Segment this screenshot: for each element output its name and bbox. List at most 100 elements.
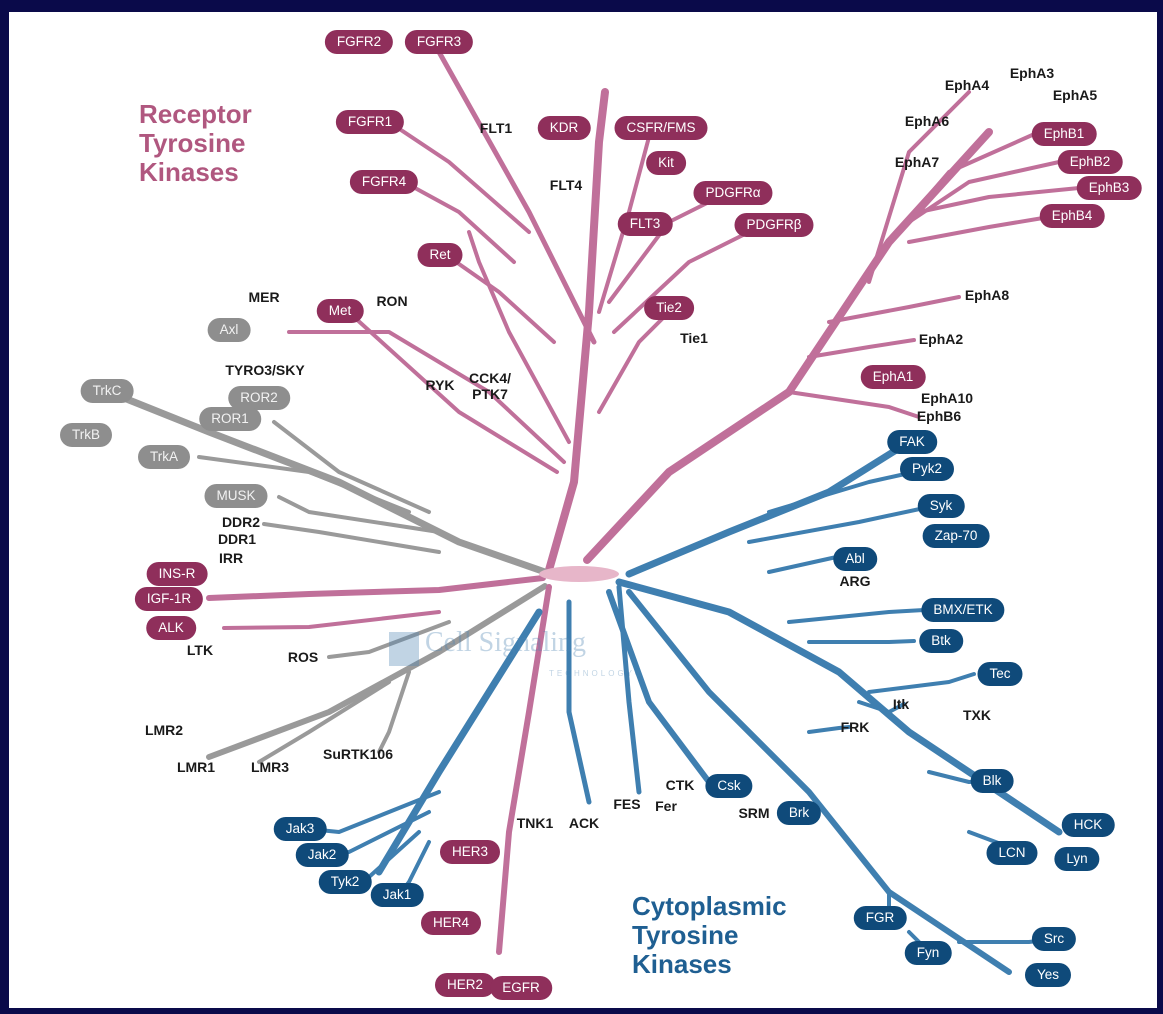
kinase-label-srm: SRM	[738, 805, 770, 821]
tree-branch	[787, 390, 921, 419]
tree-branch	[402, 180, 516, 264]
kinase-node-her4: HER4	[420, 911, 482, 935]
tree-branch	[105, 388, 549, 576]
kinase-node-tie2: Tie2	[644, 296, 694, 320]
kinase-node-axl: Axl	[207, 318, 251, 342]
kinase-label-tie1: Tie1	[680, 330, 708, 346]
kinase-node-trka: TrkA	[138, 445, 190, 469]
kinase-node-alk: ALK	[146, 616, 196, 640]
kinase-label-tnk1: TNK1	[516, 815, 554, 831]
tree-branch	[257, 680, 391, 764]
kinome-tree-branches	[105, 49, 1081, 975]
kinase-node-her3: HER3	[439, 840, 501, 864]
kinase-label-ltk: LTK	[186, 642, 214, 658]
tree-branch	[352, 315, 559, 474]
kinase-label-ddr1: DDR1	[217, 531, 257, 547]
tree-branch	[857, 700, 906, 714]
tree-branch	[327, 620, 451, 659]
tree-branch	[616, 584, 642, 795]
tree-branch	[307, 790, 441, 834]
kinase-node-brk: Brk	[776, 801, 822, 825]
title-line: Kinases	[632, 949, 732, 979]
kinase-label-ephb6: EphB6	[916, 408, 962, 424]
tree-branch	[222, 610, 441, 630]
tree-branch	[436, 49, 597, 345]
kinase-label-itk: Itk	[892, 696, 910, 712]
kinase-node-ret: Ret	[417, 243, 463, 267]
tree-branch	[612, 225, 761, 334]
kinase-node-egfr: EGFR	[490, 976, 552, 1000]
kinase-node-her2: HER2	[434, 973, 496, 997]
title-line: Tyrosine	[139, 128, 246, 158]
kinase-node-trkc: TrkC	[80, 379, 134, 403]
cytoplasmic-tyrosine-kinases-title: Cytoplasmic Tyrosine Kinases	[632, 892, 787, 979]
tree-branch	[807, 725, 851, 734]
kinase-label-fes: FES	[613, 796, 641, 812]
cell-signaling-logo-icon	[389, 632, 419, 666]
tree-branch	[545, 88, 609, 574]
kinase-label-flt1: FLT1	[479, 120, 513, 136]
kinase-label-epha2: EphA2	[918, 331, 964, 347]
kinase-label-tyro3-sky: TYRO3/SKY	[225, 362, 305, 378]
tree-branch	[496, 584, 552, 955]
tree-branch	[597, 310, 671, 414]
kinase-label-ddr2: DDR2	[221, 514, 261, 530]
kinase-node-igf-1r: IGF-1R	[134, 587, 204, 611]
kinase-label-ack: ACK	[568, 815, 600, 831]
kinase-node-tyk2: Tyk2	[318, 870, 372, 894]
watermark-sub: TECHNOLOGY®	[549, 669, 644, 678]
kinase-label-lmr2: LMR2	[144, 722, 184, 738]
tree-branch	[277, 495, 441, 534]
kinase-label-cck4: CCK4/	[468, 370, 512, 386]
tree-branch	[767, 470, 916, 514]
tree-branch	[827, 295, 961, 324]
kinase-node-fyn: Fyn	[904, 941, 952, 965]
kinase-node-abl: Abl	[833, 547, 877, 571]
kinase-node-jak1: Jak1	[370, 883, 424, 907]
kinase-node-ephb3: EphB3	[1076, 176, 1142, 200]
kinase-node-fgr: FGR	[853, 906, 907, 930]
watermark-name: Cell Signaling	[425, 627, 586, 658]
kinase-label-epha5: EphA5	[1052, 87, 1098, 103]
kinase-node-pdgfra: PDGFRα	[693, 181, 773, 205]
kinase-label-epha4: EphA4	[944, 77, 990, 93]
kinase-label-arg: ARG	[839, 573, 871, 589]
tree-branch	[206, 583, 548, 760]
tree-branch	[787, 608, 926, 624]
kinase-node-ins-r: INS-R	[146, 562, 208, 586]
kinase-node-flt3: FLT3	[617, 212, 673, 236]
kinase-node-tec: Tec	[977, 662, 1023, 686]
kinase-node-lcn: LCN	[986, 841, 1038, 865]
kinase-node-ephb4: EphB4	[1039, 204, 1105, 228]
kinase-label-ros: ROS	[287, 649, 319, 665]
tree-branch	[447, 255, 556, 344]
tree-branch	[262, 522, 441, 554]
title-line: Tyrosine	[632, 920, 739, 950]
kinase-node-fak: FAK	[887, 430, 937, 454]
kinase-node-jak3: Jak3	[273, 817, 327, 841]
kinase-node-fgfr1: FGFR1	[335, 110, 405, 134]
kinase-label-fer: Fer	[655, 798, 677, 814]
kinase-label-frk: FRK	[840, 719, 870, 735]
kinase-node-musk: MUSK	[204, 484, 268, 508]
kinase-node-hck: HCK	[1061, 813, 1115, 837]
tree-branch	[907, 215, 1051, 244]
tree-branch	[467, 230, 571, 444]
tree-branch	[625, 438, 913, 578]
tree-branch	[615, 578, 1063, 836]
kinase-node-pyk2: Pyk2	[899, 457, 955, 481]
tree-branch	[917, 186, 1081, 214]
title-line: Cytoplasmic	[632, 891, 787, 921]
tree-branch	[287, 330, 566, 464]
kinase-label-ron: RON	[376, 293, 408, 309]
kinase-node-fgfr2: FGFR2	[324, 30, 394, 54]
tree-branch	[566, 599, 592, 805]
kinase-label-lmr3: LMR3	[250, 759, 290, 775]
tree-root-hub	[539, 566, 619, 582]
kinase-node-jak2: Jak2	[295, 843, 349, 867]
tree-branch	[807, 338, 916, 359]
tree-branch	[887, 130, 1041, 244]
kinase-node-lyn: Lyn	[1054, 847, 1100, 871]
tree-branch	[377, 670, 411, 754]
kinase-label-mer: MER	[248, 289, 280, 305]
